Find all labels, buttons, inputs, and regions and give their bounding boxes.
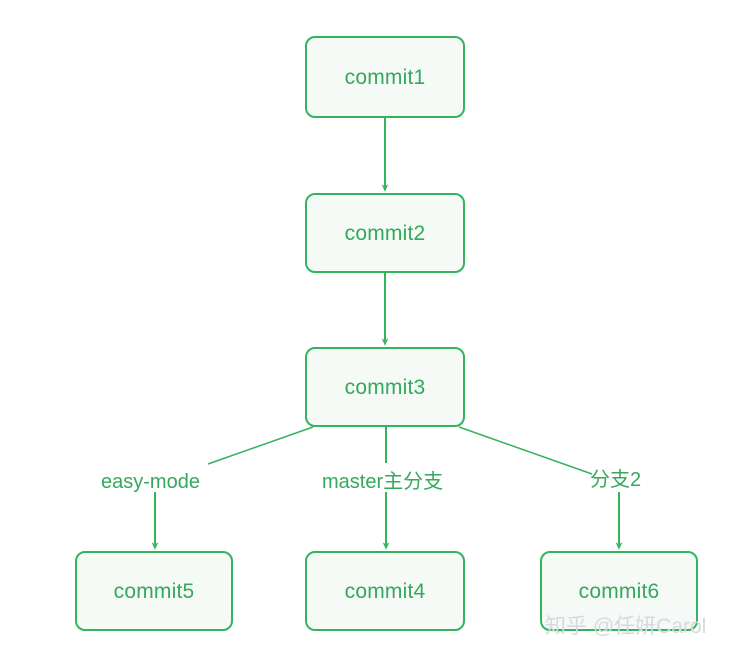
edge-label-easy-mode: easy-mode (101, 471, 200, 493)
node-commit3-label: commit3 (344, 375, 426, 399)
node-commit4[interactable]: commit4 (305, 551, 465, 631)
node-commit1-label: commit1 (344, 65, 426, 89)
node-commit4-label: commit4 (344, 579, 426, 603)
edge-label-branch-2: 分支2 (590, 469, 642, 491)
node-commit2[interactable]: commit2 (305, 193, 465, 273)
node-commit5-label: commit5 (113, 579, 195, 603)
node-commit1[interactable]: commit1 (305, 36, 465, 118)
node-commit6-label: commit6 (578, 579, 660, 603)
watermark: 知乎 @任妍Carol (545, 615, 707, 638)
edge-commit3-commit5-diagonal (207, 426, 314, 465)
node-commit3[interactable]: commit3 (305, 347, 465, 427)
node-commit5[interactable]: commit5 (75, 551, 233, 631)
edge-commit3-commit6-diagonal (458, 426, 593, 475)
edge-label-master-branch: master主分支 (322, 471, 444, 493)
node-commit6[interactable]: commit6 (540, 551, 698, 631)
node-commit2-label: commit2 (344, 221, 426, 245)
